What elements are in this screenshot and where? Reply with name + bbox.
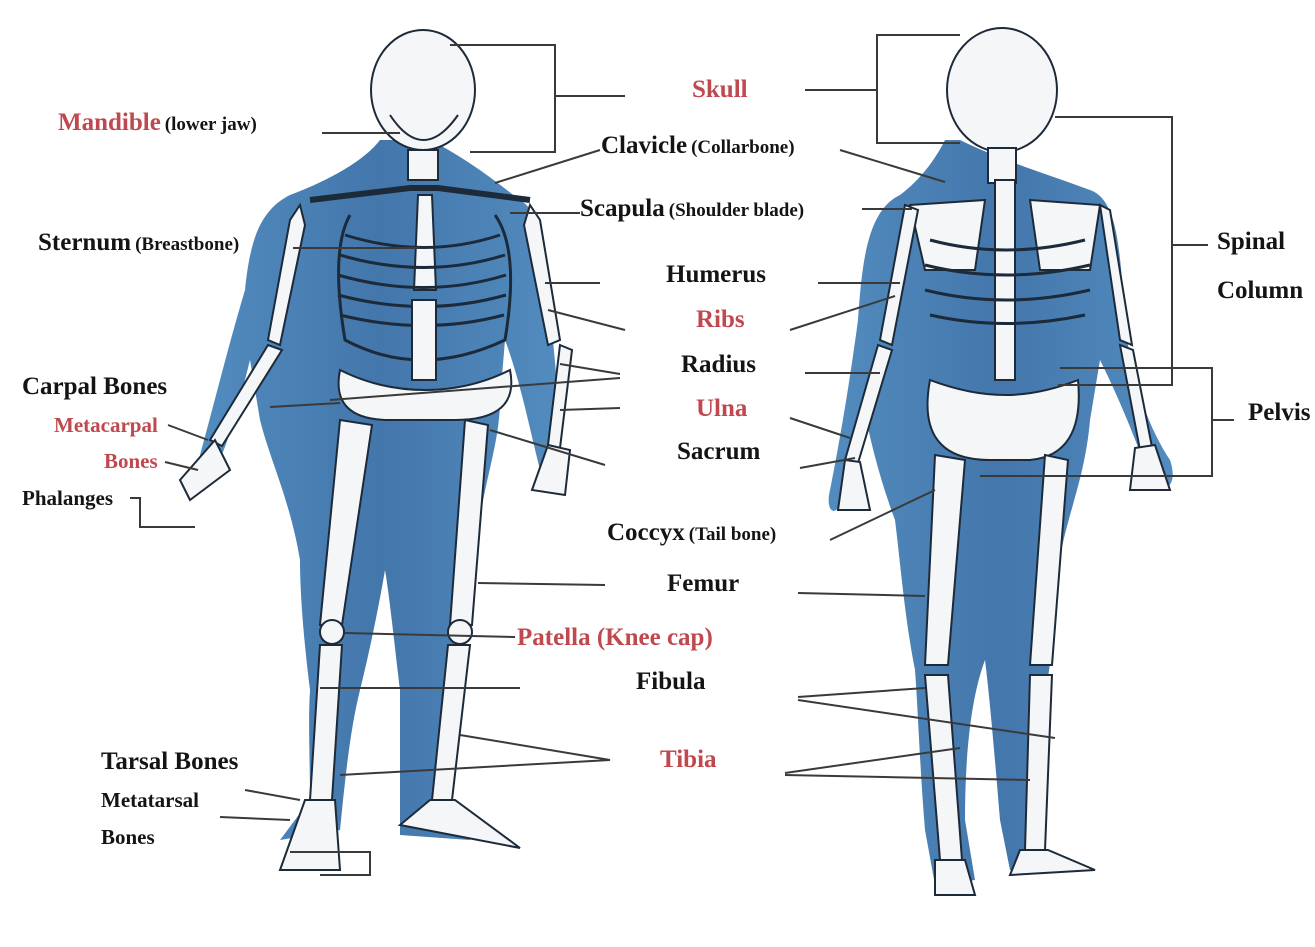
radius-label: Radius [681, 351, 756, 378]
label-humerus: Humerus [666, 262, 766, 287]
label-clavicle: Clavicle (Collarbone) [601, 133, 795, 158]
label-skull: Skull [692, 77, 748, 102]
scapula-note: (Shoulder blade) [669, 200, 804, 221]
spinal-label-2: Column [1217, 277, 1303, 304]
back-neck [988, 148, 1016, 183]
mandible-note: (lower jaw) [165, 114, 257, 135]
patella-label: Patella (Knee cap) [517, 624, 713, 651]
spinal-label-1: Spinal [1217, 228, 1285, 255]
humerus-label: Humerus [666, 261, 766, 288]
label-metatarsal-1: Metatarsal [101, 790, 199, 811]
phalanges-label: Phalanges [22, 486, 113, 510]
back-foot-right [1010, 850, 1095, 875]
fibula-label: Fibula [636, 668, 705, 695]
back-scapula-right [1030, 200, 1100, 270]
label-femur: Femur [667, 571, 739, 596]
metacarpal-label-2: Bones [104, 449, 158, 473]
label-patella: Patella (Knee cap) [517, 625, 713, 650]
label-sacrum: Sacrum [677, 439, 760, 464]
label-coccyx: Coccyx (Tail bone) [607, 520, 776, 545]
front-patella-left [320, 620, 344, 644]
coccyx-note: (Tail bone) [689, 524, 776, 545]
label-metacarpal-2: Bones [104, 451, 158, 472]
front-patella-right [448, 620, 472, 644]
coccyx-label: Coccyx [607, 519, 685, 546]
femur-label: Femur [667, 570, 739, 597]
clavicle-note: (Collarbone) [691, 137, 794, 158]
label-phalanges: Phalanges [22, 488, 113, 509]
label-ribs: Ribs [696, 307, 745, 332]
clavicle-label: Clavicle [601, 132, 687, 159]
label-fibula: Fibula [636, 669, 705, 694]
mandible-label: Mandible [58, 109, 161, 136]
back-spine [995, 180, 1015, 380]
label-mandible: Mandible (lower jaw) [58, 110, 257, 135]
ulna-label: Ulna [696, 395, 747, 422]
back-tibia-right [1025, 675, 1052, 850]
sternum-note: (Breastbone) [135, 234, 239, 255]
sternum-label: Sternum [38, 229, 131, 256]
front-sternum [414, 195, 436, 290]
metacarpal-label-1: Metacarpal [54, 413, 158, 437]
front-spine-lower [412, 300, 436, 380]
tarsal-label: Tarsal Bones [101, 748, 238, 775]
label-sternum: Sternum (Breastbone) [38, 230, 239, 255]
label-radius: Radius [681, 352, 756, 377]
back-skull [947, 28, 1057, 152]
label-ulna: Ulna [696, 396, 747, 421]
label-scapula: Scapula (Shoulder blade) [580, 196, 804, 221]
metatarsal-label-1: Metatarsal [101, 788, 199, 812]
label-metatarsal-2: Bones [101, 827, 155, 848]
metatarsal-label-2: Bones [101, 825, 155, 849]
phalanges-bracket [130, 498, 195, 527]
scapula-label: Scapula [580, 195, 665, 222]
ribs-label: Ribs [696, 306, 745, 333]
front-neck [408, 150, 438, 180]
label-tarsal: Tarsal Bones [101, 749, 238, 774]
label-carpal: Carpal Bones [22, 374, 167, 399]
label-metacarpal-1: Metacarpal [54, 415, 158, 436]
label-tibia: Tibia [660, 747, 717, 772]
sacrum-label: Sacrum [677, 438, 760, 465]
carpal-label: Carpal Bones [22, 373, 167, 400]
pelvis-label: Pelvis [1248, 399, 1311, 426]
label-pelvis: Pelvis [1248, 400, 1311, 425]
skull-label: Skull [692, 76, 748, 103]
tibia-label: Tibia [660, 746, 717, 773]
